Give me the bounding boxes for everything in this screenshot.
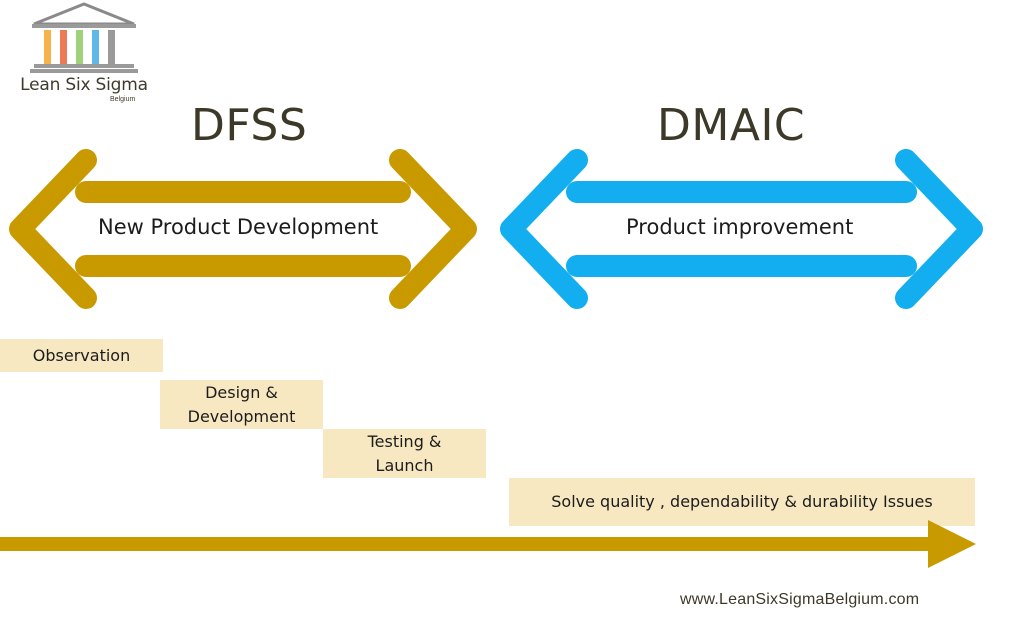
- phase-text: Testing & Launch: [368, 430, 442, 478]
- phase-line: Launch: [375, 455, 434, 475]
- logo-title: Lean Six Sigma: [20, 75, 148, 95]
- temple-icon: [30, 2, 138, 73]
- phase-box-solve-issues: Solve quality , dependability & durabili…: [509, 478, 975, 526]
- phase-line: Development: [187, 406, 296, 426]
- website-url: www.LeanSixSigmaBelgium.com: [680, 591, 920, 608]
- arrows-graphic: [9, 149, 983, 309]
- phase-box-observation: Observation: [0, 339, 163, 372]
- dmaic-title: DMAIC: [657, 100, 806, 151]
- phase-line: Observation: [32, 345, 131, 365]
- phase-box-design-development: Design & Development: [160, 380, 323, 429]
- dmaic-arrow-label: Product improvement: [626, 215, 854, 239]
- logo-subtitle: Belgium: [110, 96, 136, 103]
- logo: Lean Six Sigma Belgium: [14, 2, 154, 108]
- dfss-arrow-label: New Product Development: [98, 215, 379, 239]
- phase-line: Design &: [205, 382, 278, 402]
- phase-line: Solve quality , dependability & durabili…: [551, 492, 933, 511]
- timeline-arrow: [0, 520, 976, 568]
- dfss-double-arrow: [9, 149, 477, 309]
- phase-text: Solve quality , dependability & durabili…: [551, 490, 932, 514]
- phase-box-testing-launch: Testing & Launch: [323, 429, 486, 478]
- dmaic-double-arrow: [500, 149, 983, 309]
- phase-text: Design & Development: [188, 381, 296, 429]
- phase-line: Testing &: [367, 431, 442, 451]
- dfss-title: DFSS: [191, 100, 308, 151]
- phase-text: Observation: [33, 344, 130, 368]
